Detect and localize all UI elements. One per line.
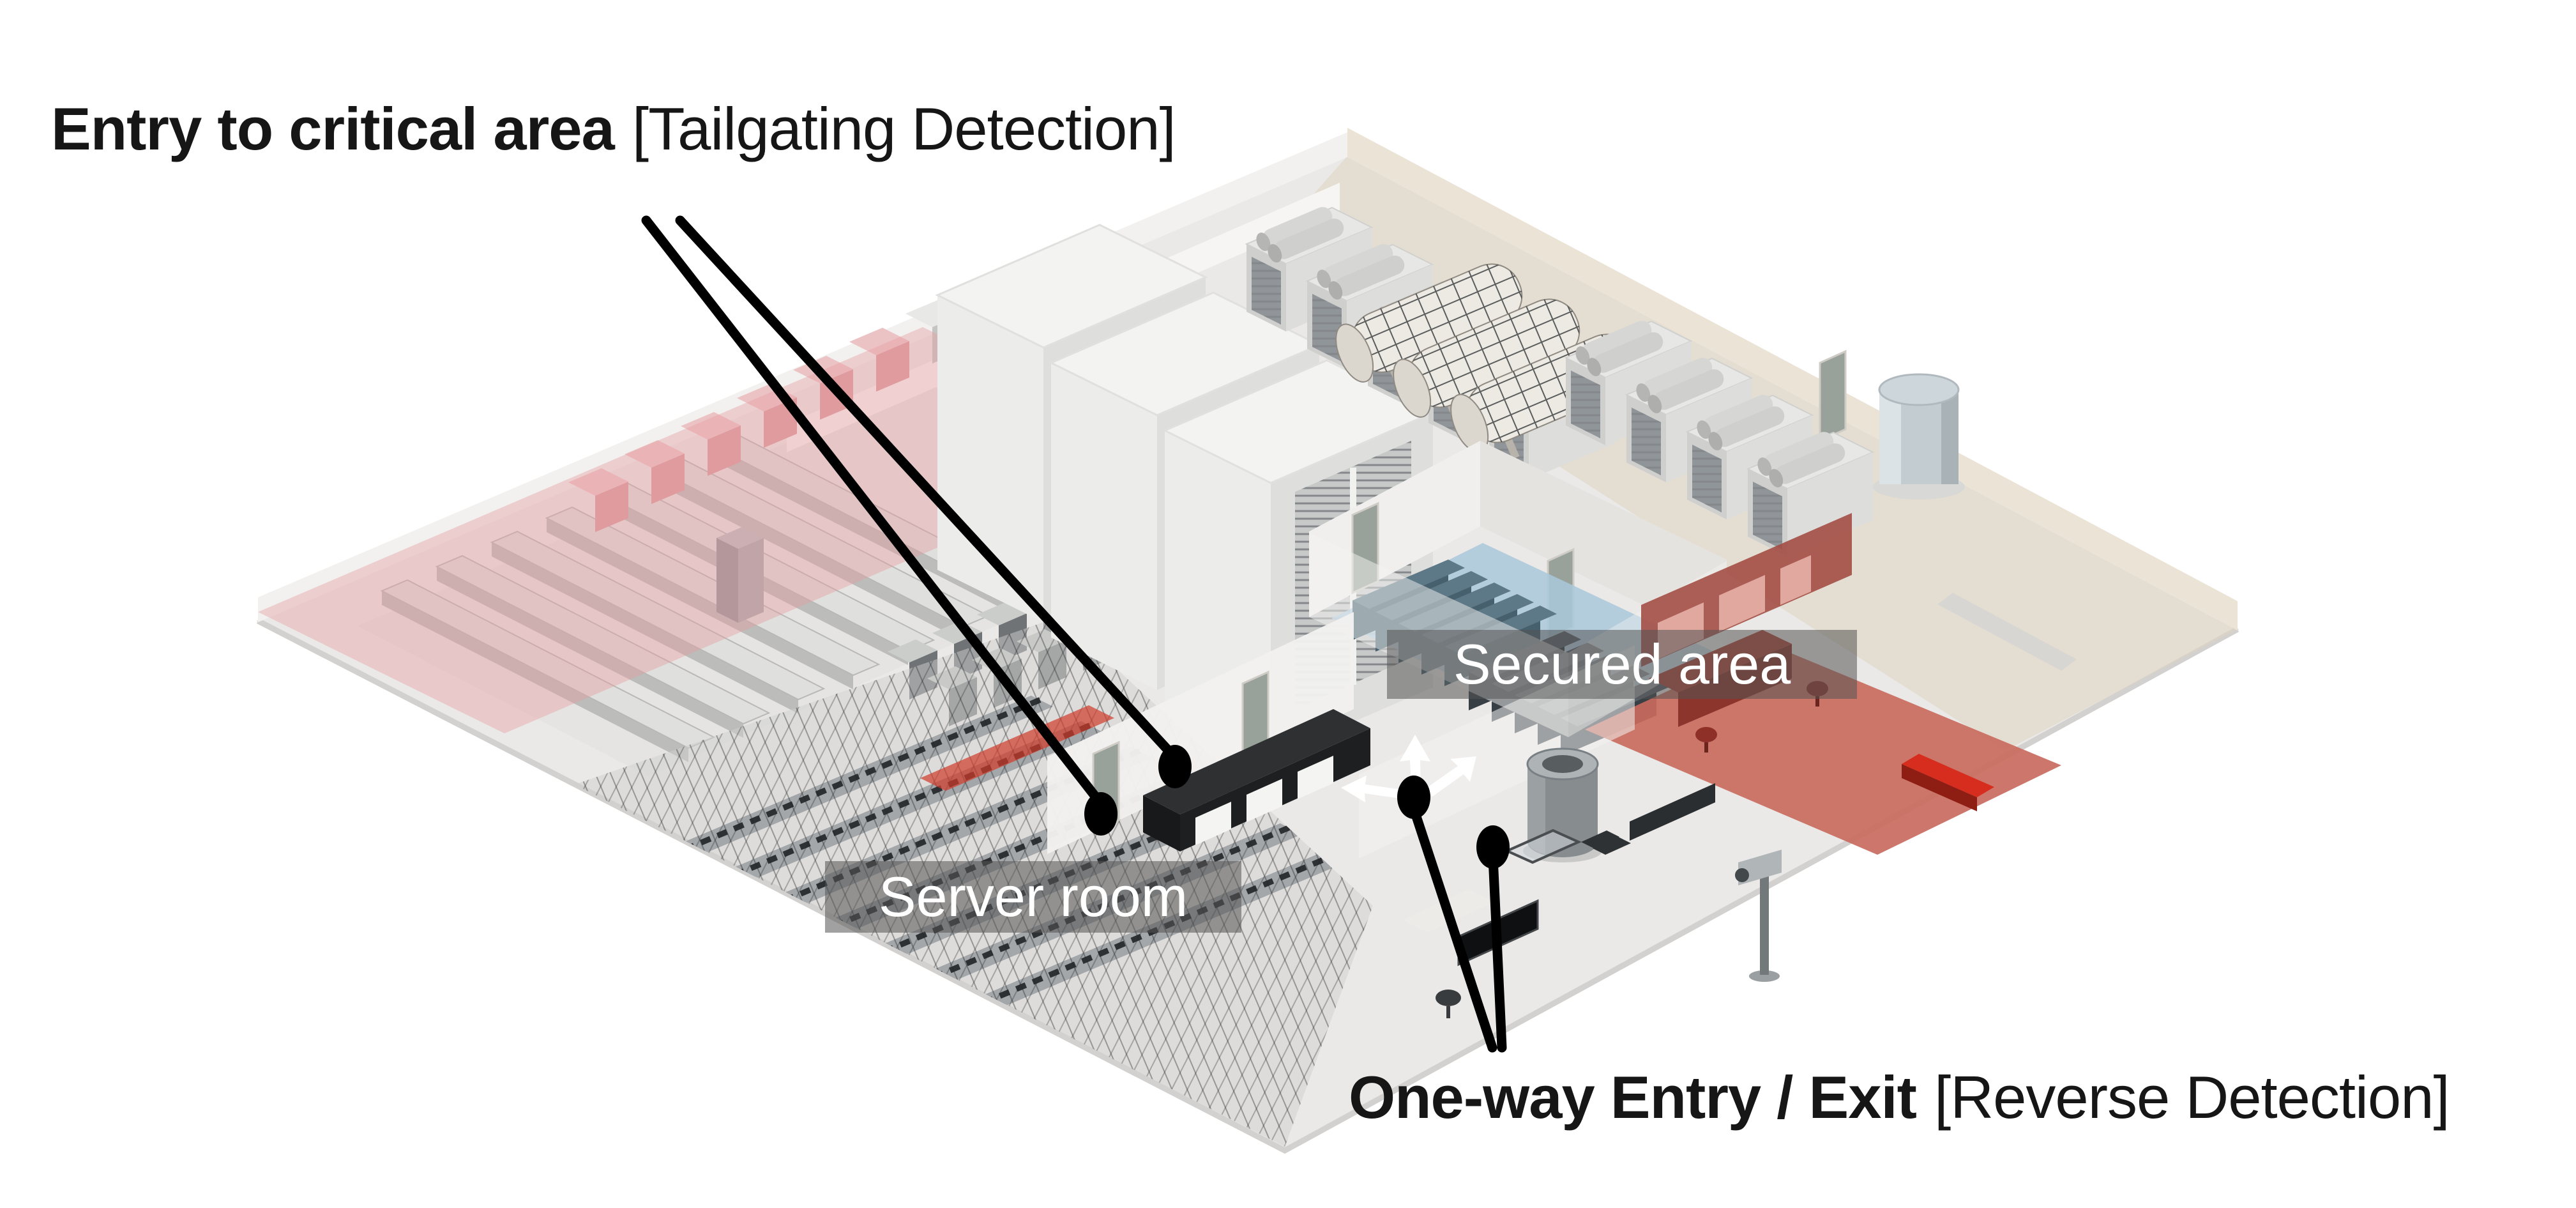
callout-line bbox=[675, 215, 1180, 763]
corridor-wall bbox=[1047, 612, 1354, 854]
tailgating-title: Entry to critical area bbox=[51, 95, 615, 162]
office-chair bbox=[1695, 727, 1717, 753]
door-icon bbox=[1819, 350, 1847, 442]
callout-dot bbox=[1476, 825, 1510, 869]
server-rack-rows-left bbox=[380, 433, 1045, 762]
callout-dot bbox=[1158, 745, 1192, 788]
direction-arrows-icon bbox=[1341, 735, 1476, 802]
rack-unit bbox=[568, 468, 628, 532]
rack-unit bbox=[849, 328, 909, 392]
reverse-tag: [Reverse Detection] bbox=[1934, 1064, 2450, 1131]
rack-row bbox=[545, 506, 881, 689]
desk-panel bbox=[1195, 802, 1231, 845]
rack-row bbox=[490, 530, 826, 714]
wall-window bbox=[1719, 575, 1765, 632]
wall-shelf bbox=[1937, 593, 2077, 671]
callout-line bbox=[1409, 804, 1497, 1053]
callout-label-reverse: One-way Entry / Exit [Reverse Detection] bbox=[1349, 1064, 2450, 1130]
wall-window bbox=[1780, 555, 1811, 605]
reverse-title: One-way Entry / Exit bbox=[1349, 1064, 1917, 1131]
chair bbox=[1436, 990, 1461, 1006]
server-room-text: Server room bbox=[878, 865, 1188, 928]
chair bbox=[1581, 830, 1619, 848]
chair bbox=[1593, 837, 1631, 855]
cctv-camera-icon bbox=[1735, 850, 1782, 982]
alert-floor-strip bbox=[996, 1074, 1111, 1126]
alert-floor-strip bbox=[920, 705, 1114, 791]
callout-dot bbox=[1397, 776, 1430, 819]
callout-line bbox=[1488, 852, 1507, 1053]
electrical-pillar bbox=[716, 527, 764, 623]
desk-panel bbox=[1298, 756, 1333, 799]
callout-dot bbox=[1084, 792, 1118, 836]
callout-label-tailgating: Entry to critical area [Tailgating Detect… bbox=[51, 96, 1176, 162]
rack-unit bbox=[681, 412, 741, 476]
reception-desk bbox=[1143, 709, 1370, 852]
desk-panel bbox=[1246, 779, 1282, 822]
zone-label-secured-area: Secured area bbox=[1387, 630, 1857, 699]
meeting-table bbox=[1504, 829, 1582, 864]
rack-unit bbox=[625, 440, 685, 504]
water-tank-silo bbox=[1873, 373, 1965, 500]
red-bench bbox=[1902, 754, 1994, 811]
callouts bbox=[641, 215, 1510, 1053]
sideboard bbox=[1630, 783, 1715, 841]
tailgating-tag: [Tailgating Detection] bbox=[632, 95, 1176, 162]
rack-row bbox=[435, 554, 771, 738]
zone-label-server-room: Server room bbox=[825, 861, 1241, 933]
guard-office-furniture bbox=[1402, 783, 1715, 1018]
secured-area-text: Secured area bbox=[1453, 632, 1791, 696]
wall-back-right bbox=[1347, 128, 2238, 631]
callout-line bbox=[641, 215, 1106, 809]
secured-wall-back-right bbox=[1480, 441, 1727, 645]
